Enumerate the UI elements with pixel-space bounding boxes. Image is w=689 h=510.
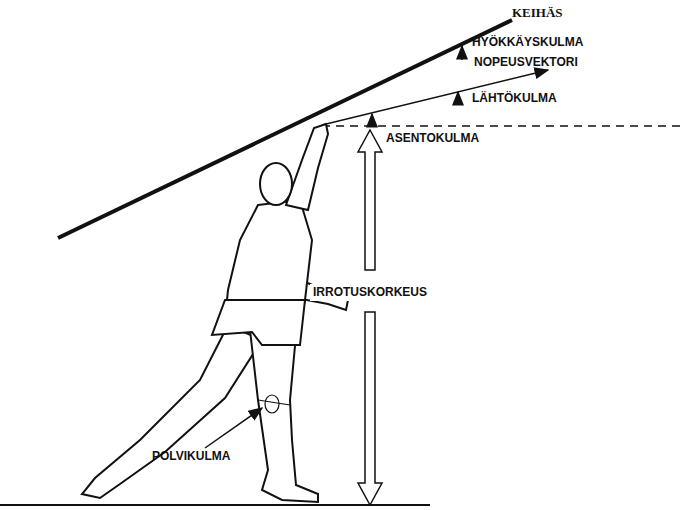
angle-label: HYÖKKÄYSKULMA [472, 36, 583, 49]
javelin-label: KEIHÄS [512, 6, 563, 20]
angle-label: ASENTOKULMA [386, 132, 479, 145]
angle-label: LÄHTÖKULMA [472, 92, 557, 105]
height-label: IRROTUSKORKEUS [310, 284, 430, 301]
angle-label: POLVIKULMA [152, 450, 230, 463]
vector-label: NOPEUSVEKTORI [474, 56, 578, 69]
